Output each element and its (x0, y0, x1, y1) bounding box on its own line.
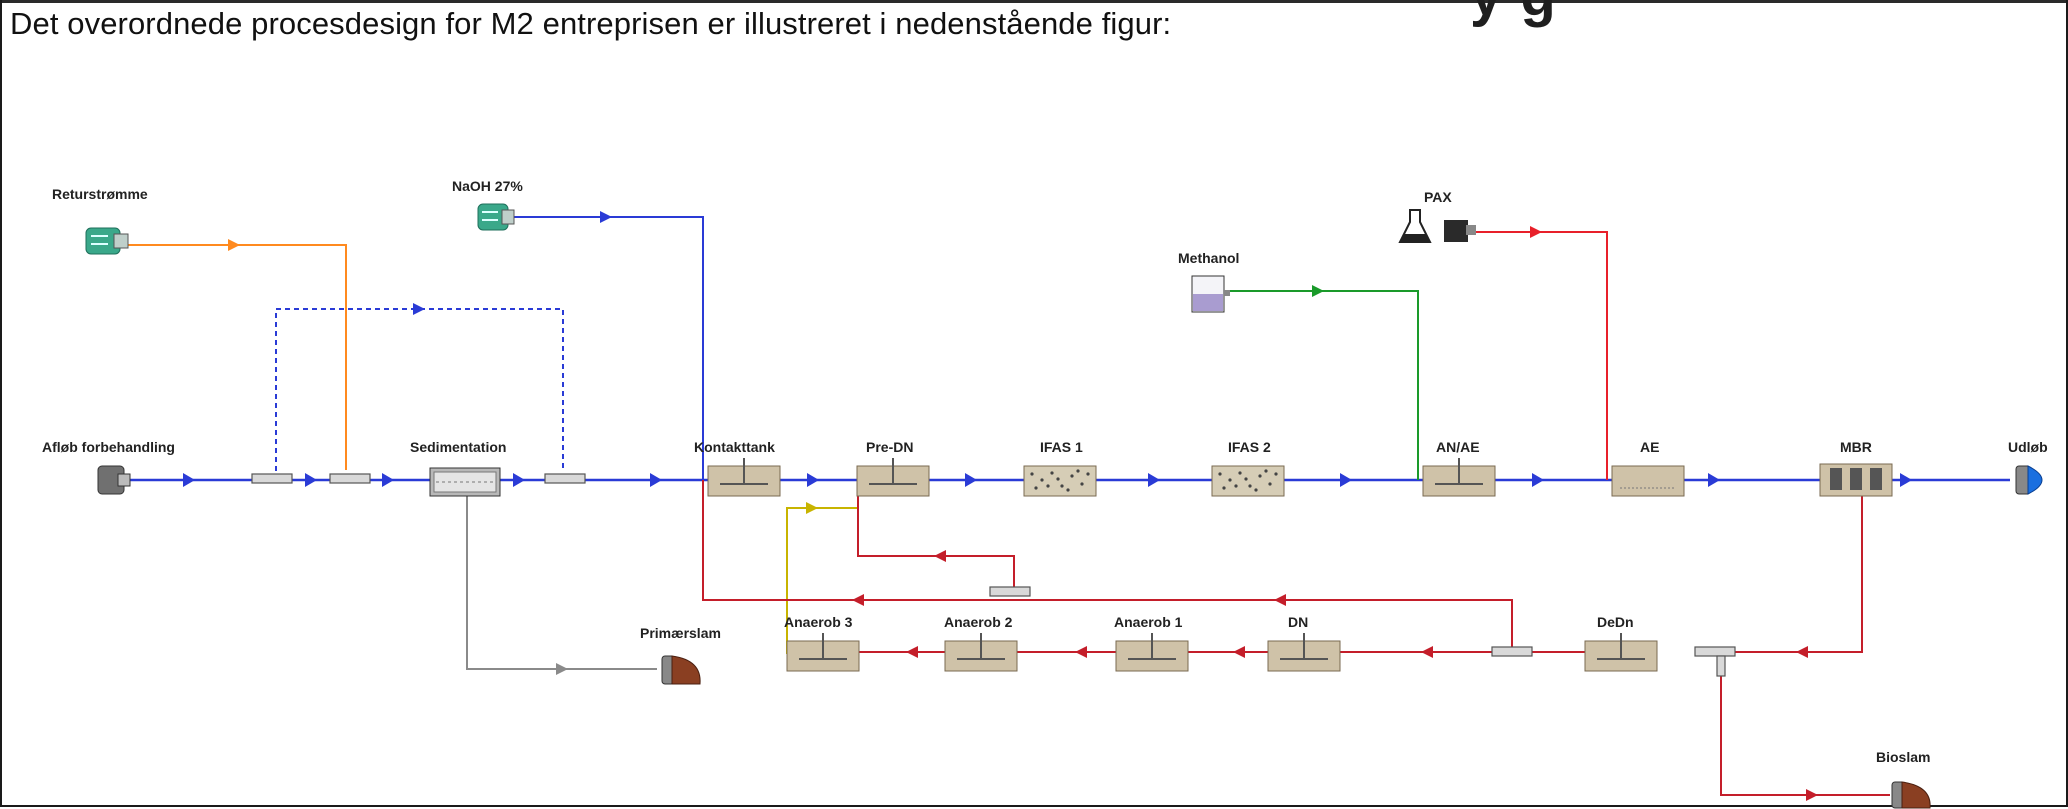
methanol-arrow (1312, 285, 1324, 297)
label-bioslam: Bioslam (1876, 749, 1930, 765)
primaerslam-line (466, 492, 657, 670)
naoh-icon (477, 203, 515, 231)
top-rule (0, 0, 2068, 3)
label-udloeb: Udløb (2008, 439, 2048, 455)
label-an-ae: AN/AE (1436, 439, 1480, 455)
methanol-line (1230, 290, 1419, 480)
label-afloeb-forbehandling: Afløb forbehandling (42, 439, 175, 455)
label-dn: DN (1288, 614, 1308, 630)
bypass-dashed-line (275, 308, 564, 471)
pax-icon (1398, 209, 1476, 243)
an-ae-unit (1422, 458, 1496, 497)
main-flow-arrows (183, 473, 1912, 487)
afloeb-inlet-icon (97, 465, 131, 495)
primaerslam-arrow (556, 663, 568, 675)
naoh-arrow (600, 211, 612, 223)
pre-dn-unit (856, 458, 930, 497)
return-flow-lines (702, 480, 1890, 796)
returstromme-icon (85, 227, 129, 255)
label-anaerob3: Anaerob 3 (784, 614, 853, 630)
bypass-arrow (413, 303, 425, 315)
intro-text: Det overordnede procesdesign for M2 entr… (10, 6, 1172, 41)
label-primaerslam: Primærslam (640, 625, 721, 641)
cut-off-heading: y g (1470, 0, 1557, 29)
label-kontakttank: Kontakttank (694, 439, 775, 455)
label-dedn: DeDn (1597, 614, 1634, 630)
mbr-unit (1819, 463, 1893, 497)
kontakttank-unit (707, 458, 781, 497)
anaerob2-unit (944, 633, 1018, 672)
ae-unit (1611, 465, 1685, 497)
label-pax: PAX (1424, 189, 1452, 205)
label-sedimentation: Sedimentation (410, 439, 506, 455)
primaerslam-outlet-icon (661, 655, 701, 685)
ifas1-unit (1023, 465, 1097, 497)
bioslam-outlet-icon (1891, 781, 1931, 809)
dedn-unit (1584, 633, 1658, 672)
label-ae: AE (1640, 439, 1659, 455)
label-ifas2: IFAS 2 (1228, 439, 1271, 455)
methanol-tank-icon (1191, 275, 1230, 313)
udloeb-outlet-icon (2015, 465, 2043, 495)
yellow-arrow (806, 502, 818, 514)
label-returstromme: Returstrømme (52, 186, 148, 202)
anaerob1-unit (1115, 633, 1189, 672)
splitters (251, 473, 1736, 677)
pax-arrow (1530, 226, 1542, 238)
label-methanol: Methanol (1178, 250, 1239, 266)
ifas2-unit (1211, 465, 1285, 497)
dn-unit (1267, 633, 1341, 672)
returstromme-line (127, 244, 347, 470)
label-ifas1: IFAS 1 (1040, 439, 1083, 455)
label-mbr: MBR (1840, 439, 1872, 455)
returstromme-arrow (228, 239, 240, 251)
pax-line (1472, 231, 1608, 480)
yellow-feed-line (786, 507, 858, 654)
anaerob3-unit (786, 633, 860, 672)
label-anaerob2: Anaerob 2 (944, 614, 1013, 630)
label-pre-dn: Pre-DN (866, 439, 913, 455)
label-naoh: NaOH 27% (452, 178, 523, 194)
naoh-line (505, 216, 704, 480)
label-anaerob1: Anaerob 1 (1114, 614, 1183, 630)
sedimentation-unit (429, 467, 501, 497)
